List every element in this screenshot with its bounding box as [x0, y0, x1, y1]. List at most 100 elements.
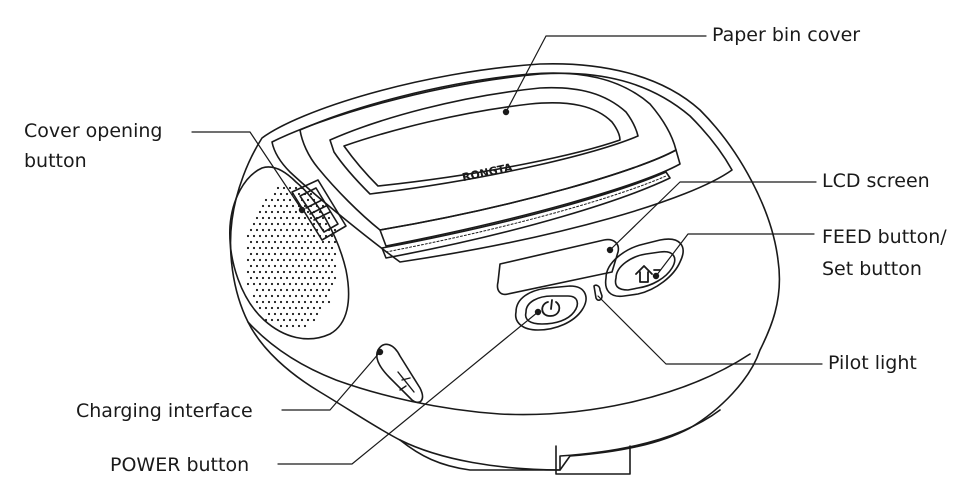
speaker-grille-hole: [291, 264, 295, 268]
speaker-grille-hole: [249, 264, 253, 268]
speaker-grille-hole: [288, 318, 292, 322]
speaker-grille-hole: [300, 294, 304, 298]
speaker-grille-hole: [306, 306, 310, 310]
speaker-grille-hole: [315, 312, 319, 316]
speaker-grille-hole: [318, 294, 322, 298]
speaker-grille-hole: [327, 300, 331, 304]
pilot-light: [593, 284, 603, 301]
speaker-grille-hole: [309, 276, 313, 280]
speaker-grille-hole: [303, 300, 307, 304]
cover-opening-button: [291, 179, 347, 241]
speaker-grille-hole: [276, 198, 280, 202]
speaker-grille-hole: [321, 288, 325, 292]
speaker-grille-hole: [267, 288, 271, 292]
speaker-grille-hole: [258, 234, 262, 238]
speaker-grille-hole: [327, 252, 331, 256]
speaker-grille-hole: [321, 264, 325, 268]
speaker-grille-hole: [297, 228, 301, 232]
speaker-grille-hole: [315, 300, 319, 304]
leader-paper-bin-cover-dot: [502, 108, 510, 116]
speaker-grille-hole: [300, 258, 304, 262]
label-paper-bin-cover: Paper bin cover: [712, 24, 861, 46]
speaker-grille-hole: [318, 246, 322, 250]
speaker-grille-hole: [276, 222, 280, 226]
speaker-grille-hole: [306, 294, 310, 298]
speaker-grille-hole: [282, 246, 286, 250]
speaker-grille-hole: [255, 288, 259, 292]
speaker-grille-hole: [327, 240, 331, 244]
speaker-grille-hole: [312, 258, 316, 262]
speaker-grille-hole: [282, 306, 286, 310]
speaker-grille-hole: [255, 276, 259, 280]
speaker-grille-hole: [294, 270, 298, 274]
speaker-grille-hole: [309, 288, 313, 292]
speaker-grille-hole: [294, 186, 298, 190]
feed-icon: [635, 265, 661, 283]
speaker-grille-hole: [291, 288, 295, 292]
speaker-grille-hole: [333, 276, 337, 280]
speaker-grille-hole: [297, 324, 301, 328]
paper-outlet-teeth: [385, 175, 667, 253]
speaker-grille-hole: [303, 312, 307, 316]
speaker-grille-hole: [315, 204, 319, 208]
leader-power-button: [277, 311, 539, 465]
label-cover-opening-line1: Cover opening: [24, 120, 163, 142]
speaker-grille-hole: [258, 294, 262, 298]
speaker-grille-hole: [261, 240, 265, 244]
speaker-grille-hole: [267, 312, 271, 316]
speaker-grille-hole: [252, 234, 256, 238]
speaker-grille-hole: [309, 228, 313, 232]
speaker-grille-hole: [291, 300, 295, 304]
speaker-grille-hole: [258, 246, 262, 250]
speaker-grille-hole: [276, 306, 280, 310]
speaker-grille-hole: [294, 318, 298, 322]
speaker-grille-hole: [252, 258, 256, 262]
speaker-grille-hole: [249, 240, 253, 244]
speaker-grille-hole: [273, 300, 277, 304]
speaker-grille-hole: [303, 240, 307, 244]
speaker-grille-hole: [318, 306, 322, 310]
speaker-grille-hole: [285, 276, 289, 280]
speaker-grille-hole: [294, 210, 298, 214]
leader-paper-bin-cover: [505, 35, 707, 113]
speaker-grille-hole: [321, 240, 325, 244]
speaker-grille-hole: [297, 192, 301, 196]
speaker-grille-hole: [306, 258, 310, 262]
speaker-grille-hole: [306, 318, 310, 322]
speaker-grille-hole: [264, 246, 268, 250]
speaker-grille-hole: [267, 264, 271, 268]
speaker-grille-hole: [258, 282, 262, 286]
speaker-grille-hole: [282, 258, 286, 262]
speaker-grille-hole: [291, 204, 295, 208]
speaker-grille-hole: [300, 282, 304, 286]
speaker-grille-hole: [270, 198, 274, 202]
speaker-grille-hole: [288, 198, 292, 202]
speaker-grille-hole: [285, 240, 289, 244]
speaker-grille-hole: [312, 282, 316, 286]
printer-side-edge: [247, 321, 751, 416]
speaker-grille-hole: [306, 270, 310, 274]
speaker-grille-hole: [264, 306, 268, 310]
speaker-grille-hole: [273, 288, 277, 292]
speaker-grille-hole: [246, 270, 250, 274]
speaker-grille-hole: [264, 318, 268, 322]
speaker-grille-hole: [333, 264, 337, 268]
speaker-grille-hole: [285, 228, 289, 232]
speaker-grille-hole: [300, 306, 304, 310]
speaker-grille-hole: [318, 270, 322, 274]
speaker-grille-hole: [321, 276, 325, 280]
speaker-grille-hole: [288, 246, 292, 250]
speaker-grille-hole: [282, 294, 286, 298]
speaker-grille-hole: [285, 216, 289, 220]
speaker-grille-hole: [282, 186, 286, 190]
speaker-grille-hole: [315, 252, 319, 256]
speaker-grille-hole: [294, 306, 298, 310]
power-icon: [541, 299, 561, 317]
speaker-grille-hole: [267, 204, 271, 208]
speaker-grille-hole: [279, 252, 283, 256]
speaker-grille-hole: [267, 240, 271, 244]
speaker-grille-hole: [279, 264, 283, 268]
speaker-grille-hole: [312, 306, 316, 310]
speaker-grille-hole: [267, 216, 271, 220]
